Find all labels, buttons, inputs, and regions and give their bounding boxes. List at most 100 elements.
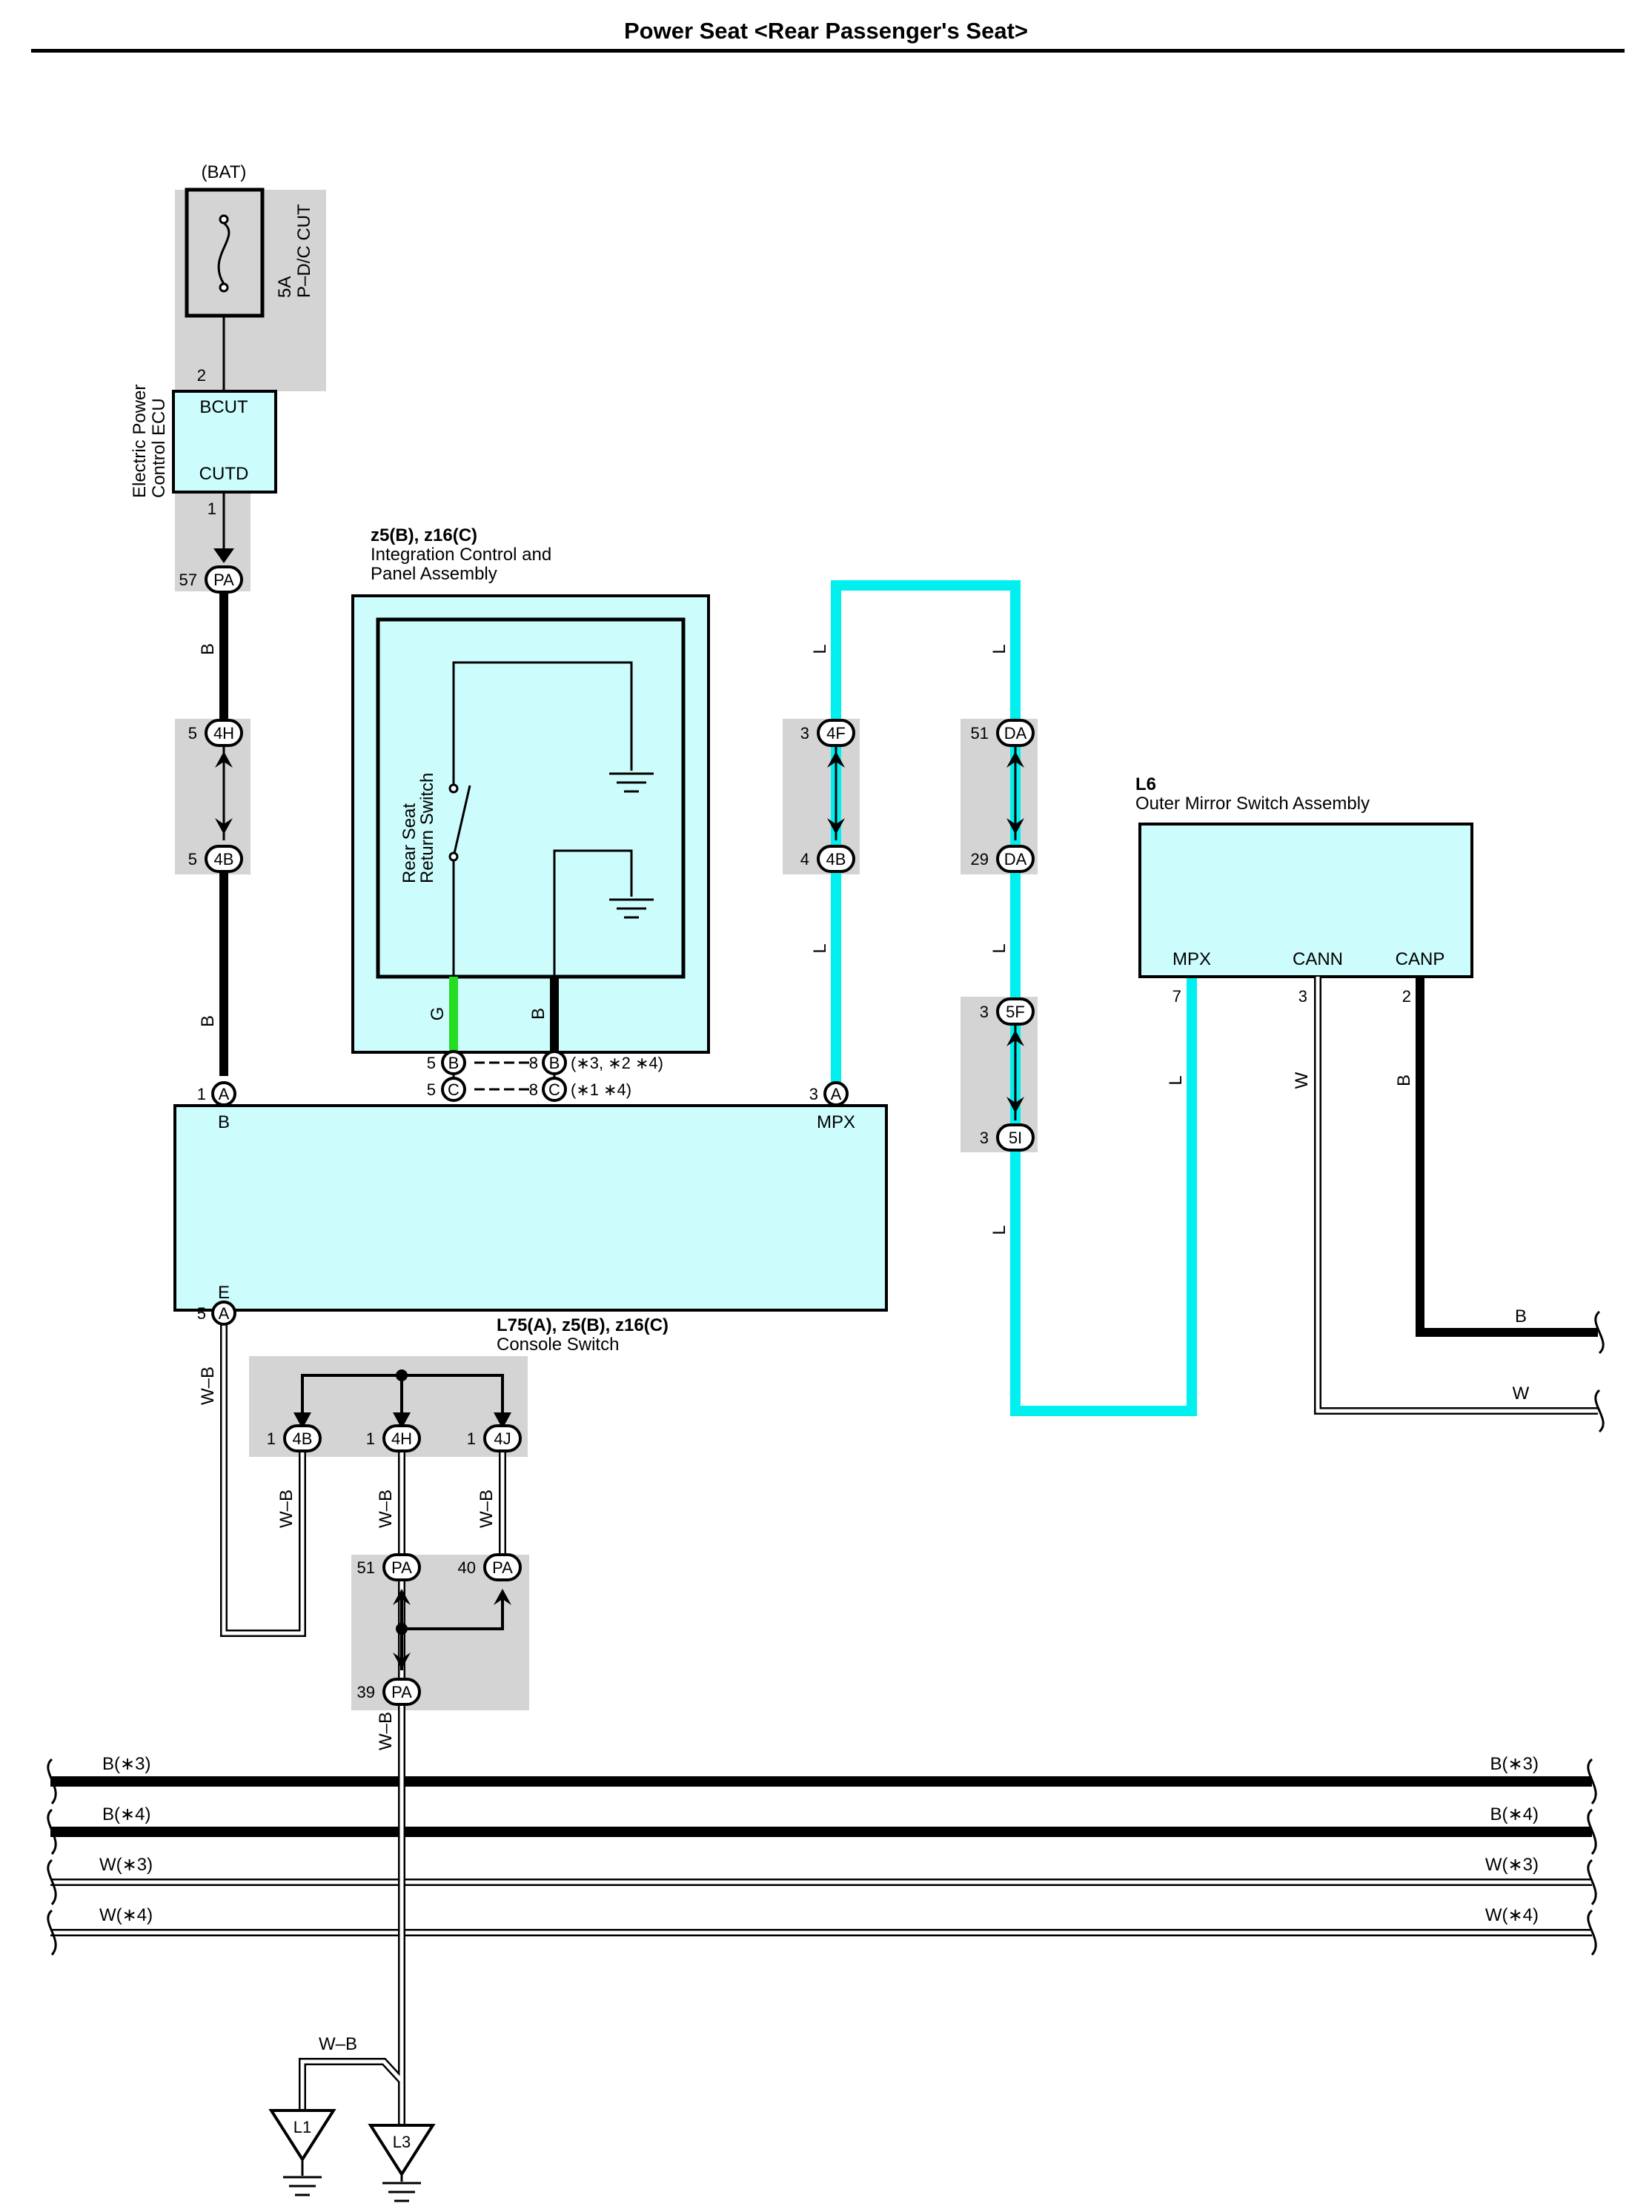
integration-row2-left-pin: 5 xyxy=(427,1080,436,1099)
ground-l3-label: L3 xyxy=(393,2133,411,2151)
integration-row1-left-conn: B xyxy=(448,1054,460,1072)
wire-label-g: G xyxy=(428,1007,448,1021)
wire-label-l-right-low: L xyxy=(989,1225,1009,1235)
console-name: Console Switch xyxy=(497,1335,619,1355)
mirror-switch-box xyxy=(1138,823,1473,978)
switch-frame xyxy=(376,617,686,979)
integration-row2-right-conn: C xyxy=(548,1080,560,1099)
arrow-icon xyxy=(827,818,845,834)
console-pin-e: 5 xyxy=(197,1304,206,1323)
integration-row1-note: (∗3, ∗2 ∗4) xyxy=(571,1054,663,1072)
connector-4b-mid-name: 4B xyxy=(826,850,846,868)
ecu-term-bcut: BCUT xyxy=(199,397,248,417)
console-conn-mpx: A xyxy=(831,1085,842,1103)
mirror-term-canp: CANP xyxy=(1396,949,1445,969)
arrow-icon xyxy=(293,1412,311,1429)
integration-name-line2: Panel Assembly xyxy=(371,564,497,584)
connector-pa57: PA 57 xyxy=(179,565,243,594)
arrow-icon xyxy=(1006,1030,1024,1046)
connector-da51-name: DA xyxy=(1004,724,1027,743)
bus-label-left-0: B(∗3) xyxy=(102,1754,150,1774)
integration-row1-left-pin: 5 xyxy=(427,1054,436,1072)
mirror-pin-canp: 2 xyxy=(1402,987,1411,1006)
ecu-name-line2: Control ECU xyxy=(149,398,169,498)
integration-row1-right-conn: B xyxy=(549,1054,560,1072)
bus-label-right-3: W(∗4) xyxy=(1485,1905,1539,1925)
connector-4j-gnd-name: 4J xyxy=(494,1429,511,1448)
wire-label-l-mirror: L xyxy=(1166,1075,1186,1085)
console-term-e: E xyxy=(218,1283,230,1303)
connector-da51: DA 51 xyxy=(971,719,1035,747)
connector-pa39-pin: 39 xyxy=(357,1683,375,1701)
console-conn-b: A xyxy=(219,1085,230,1103)
ground-icon xyxy=(609,772,654,793)
connector-pa51-name: PA xyxy=(391,1558,412,1577)
switch-label-line1: Rear Seat xyxy=(399,803,419,883)
mirror-code: L6 xyxy=(1135,774,1156,794)
connector-pa40-pin: 40 xyxy=(458,1558,476,1577)
integration-row2-note: (∗1 ∗4) xyxy=(571,1080,631,1099)
connector-pa57-name: PA xyxy=(213,571,234,589)
bus-label-right-1: B(∗4) xyxy=(1490,1804,1539,1824)
fuse-amp: 5A xyxy=(275,276,295,298)
connector-4b-top: 4B 5 xyxy=(188,845,243,873)
arrow-icon xyxy=(215,751,233,768)
integration-row2-right-pin: 8 xyxy=(529,1080,538,1099)
integration-name-line1: Integration Control and xyxy=(371,545,551,565)
connector-4b-gnd-pin: 1 xyxy=(267,1429,276,1448)
connector-da51-pin: 51 xyxy=(971,724,989,743)
wire-label-wb-4j: W–B xyxy=(477,1489,497,1528)
mirror-pin-mpx: 7 xyxy=(1172,987,1181,1006)
connector-4b-top-pin: 5 xyxy=(188,850,197,868)
switch-circuit xyxy=(452,661,633,977)
ground-icon xyxy=(609,898,654,919)
fuse-icon xyxy=(217,214,230,293)
console-switch-box xyxy=(173,1104,888,1312)
console-pin-b: 1 xyxy=(197,1085,206,1103)
arrow-icon xyxy=(494,1589,511,1605)
console-term-b: B xyxy=(218,1112,230,1132)
connector-console-e: A 5 xyxy=(197,1301,236,1326)
wire-label-b-canp: B xyxy=(1394,1075,1414,1086)
mirror-pin-cann: 3 xyxy=(1298,987,1307,1006)
wire-label-b-lower: B xyxy=(198,1015,218,1027)
ground-icon xyxy=(382,2182,421,2202)
connector-4b-gnd: 4B 1 xyxy=(267,1424,322,1452)
wire-label-l-right-mid: L xyxy=(989,943,1009,953)
ecu-name-line1: Electric Power xyxy=(130,385,150,498)
arrow-icon xyxy=(393,1653,411,1669)
ground-point-l3: L3 xyxy=(368,2124,436,2202)
connector-da29-name: DA xyxy=(1004,850,1027,868)
arrow-icon xyxy=(1006,751,1024,768)
wire-break-icon xyxy=(1594,1310,1605,1433)
connector-da29: DA 29 xyxy=(971,845,1035,873)
connector-4h-gnd-pin: 1 xyxy=(366,1429,375,1448)
connector-pa51-pin: 51 xyxy=(357,1558,375,1577)
switch-label-line2: Return Switch xyxy=(417,773,437,883)
arrow-icon xyxy=(1006,818,1024,834)
bus-label-left-2: W(∗3) xyxy=(99,1855,153,1875)
ecu-pin-out: 1 xyxy=(208,499,216,518)
connector-4b-mid: 4B 4 xyxy=(800,845,855,873)
connector-da29-pin: 29 xyxy=(971,850,989,868)
connector-4h-top-pin: 5 xyxy=(188,724,197,743)
arrow-icon xyxy=(1006,1097,1024,1113)
ground-l1-label: L1 xyxy=(293,2118,311,2136)
bus-lines xyxy=(50,1776,1592,1936)
connector-console-b: A 1 xyxy=(197,1081,236,1106)
connector-4h-gnd: 4H 1 xyxy=(366,1424,421,1452)
arrow-icon xyxy=(215,818,233,834)
connector-integration-c-right: C 8 (∗1 ∗4) xyxy=(529,1077,631,1102)
connector-4b-mid-pin: 4 xyxy=(800,850,809,868)
connector-4h-gnd-name: 4H xyxy=(391,1429,412,1448)
wire-label-wb-4b: W–B xyxy=(276,1489,296,1528)
mirror-term-mpx: MPX xyxy=(1172,949,1211,969)
integration-row2-left-conn: C xyxy=(448,1080,460,1099)
connector-4f-pin: 3 xyxy=(800,724,809,743)
wire-label-wb-e: W–B xyxy=(198,1366,218,1405)
connector-console-mpx: A 3 xyxy=(809,1081,849,1106)
connector-4b-top-name: 4B xyxy=(214,850,234,868)
connector-pa51: PA 51 xyxy=(357,1553,421,1581)
wire-b-canp xyxy=(1416,977,1598,1337)
console-code: L75(A), z5(B), z16(C) xyxy=(497,1315,669,1335)
